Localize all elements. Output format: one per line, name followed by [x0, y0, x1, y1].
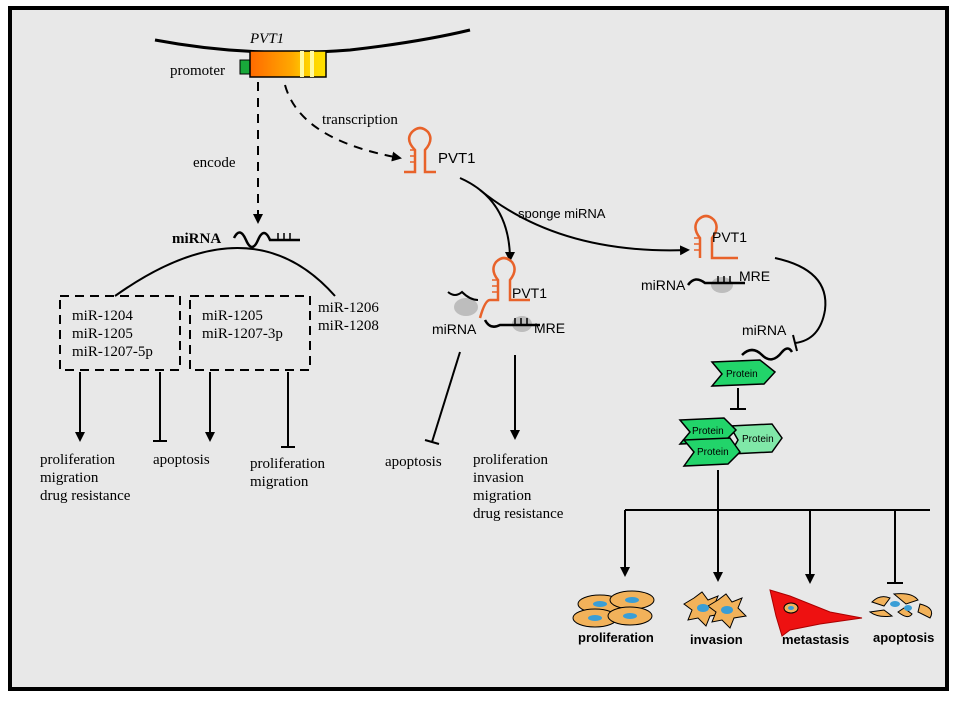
- mirna-group-2-item: miR-1207-3p: [202, 326, 283, 342]
- exon-stripe: [310, 51, 314, 77]
- sponge-arrow-right: [479, 189, 690, 256]
- complex-pvt1-label: PVT1: [712, 229, 747, 245]
- protein-target: Protein: [710, 359, 777, 387]
- protein-label: Protein: [742, 434, 774, 445]
- complex-mre-label: MRE: [739, 268, 770, 284]
- pvt1-mirna-complex-2: PVT1 miRNA MRE: [641, 214, 770, 293]
- gene-body: [249, 50, 327, 78]
- mirna-label: miRNA: [172, 231, 221, 247]
- cell-outcome-label: metastasis: [782, 632, 849, 647]
- outcome-text: migration: [473, 488, 532, 504]
- pvt1-transcript: PVT1: [404, 126, 476, 174]
- transcription-label: transcription: [322, 112, 398, 128]
- mirna-group-3-item: miR-1208: [318, 318, 379, 334]
- complex-mirna-label: miRNA: [432, 321, 477, 337]
- protein-cluster: Protein Protein Protein: [678, 417, 783, 467]
- invasion-cells: [683, 591, 748, 629]
- mirna-family-arc: [114, 247, 336, 297]
- chromosome-strand: [154, 28, 471, 54]
- outcome-text: proliferation: [250, 456, 325, 472]
- mirna-group-3-item: miR-1206: [318, 300, 379, 316]
- complex-mre-label: MRE: [534, 320, 565, 336]
- diagram-panel: [8, 6, 949, 691]
- mirna-group-1-item: miR-1207-5p: [72, 344, 153, 360]
- exon-stripe: [300, 51, 304, 77]
- outcome-text: apoptosis: [153, 452, 210, 468]
- mirna-group-2-item: miR-1205: [202, 308, 263, 324]
- sponge-arrow-left: [459, 177, 515, 262]
- free-mirna-label: miRNA: [742, 322, 787, 338]
- proliferation-cells: [572, 590, 655, 628]
- outcome-text: proliferation: [40, 452, 115, 468]
- pvt1-transcript-label: PVT1: [438, 150, 476, 167]
- mirna-inhibit-arc: [774, 257, 827, 344]
- pvt1-mirna-complex-1: PVT1 miRNA MRE: [432, 256, 565, 337]
- outcome-text: apoptosis: [385, 454, 442, 470]
- complex-mirna-label: miRNA: [641, 277, 686, 293]
- outcome-text: drug resistance: [40, 488, 131, 504]
- pvt1-gene: PVT1 promoter: [154, 28, 471, 79]
- cell-outcome-label: apoptosis: [873, 630, 934, 645]
- protein-label: Protein: [697, 447, 729, 458]
- mirna-hairpin: [232, 231, 300, 249]
- metastasis-cell: [769, 589, 863, 637]
- outcome-text: invasion: [473, 470, 524, 486]
- mirna-group-2-box: [189, 295, 311, 371]
- encode-label: encode: [193, 155, 236, 171]
- complex1-inhibit-line: [431, 351, 461, 443]
- sponge-label: sponge miRNA: [518, 206, 606, 221]
- outcome-text: proliferation: [473, 452, 548, 468]
- cell-outcome-label: proliferation: [578, 630, 654, 645]
- promoter-label: promoter: [170, 63, 225, 79]
- cell-outcome-label: invasion: [690, 632, 743, 647]
- outcome-text: migration: [40, 470, 99, 486]
- apoptosis-cell-fragments: [868, 593, 933, 619]
- mirna-encode-branch: miRNA miR-1204 miR-1205 miR-1207-5p miR-…: [40, 231, 379, 504]
- protein-label: Protein: [692, 426, 724, 437]
- outcome-text: drug resistance: [473, 506, 564, 522]
- outcome-text: migration: [250, 474, 309, 490]
- mirna-group-1-item: miR-1205: [72, 326, 133, 342]
- complex-pvt1-label: PVT1: [512, 285, 547, 301]
- protein-label: Protein: [726, 369, 758, 380]
- mirna-group-1-box: [59, 295, 181, 371]
- gene-name: PVT1: [249, 31, 284, 47]
- promoter-box: [239, 59, 251, 75]
- mirna-group-1-item: miR-1204: [72, 308, 133, 324]
- free-mirna-strand: [741, 347, 794, 361]
